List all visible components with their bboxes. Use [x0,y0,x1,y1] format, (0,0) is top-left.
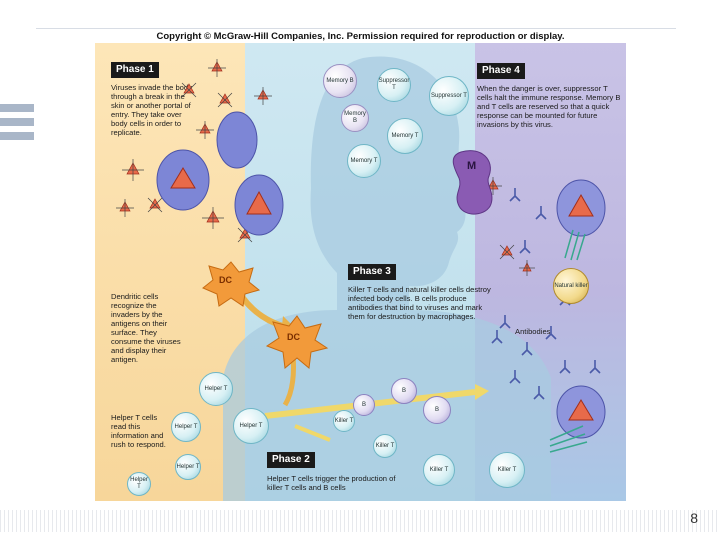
b-cell: B [423,396,451,424]
killer-t-cell: Killer T [333,410,355,432]
macrophage [452,150,493,215]
decor-bottom-strip [0,510,720,532]
dendritic-cell-1 [202,261,261,307]
immune-response-figure: Copyright © McGraw-Hill Companies, Inc. … [95,30,626,501]
memory-b-cell: Memory B [323,64,357,98]
killer-t-cell: Killer T [423,454,455,486]
killer-t-cell: Killer T [489,452,525,488]
b-cell: B [391,378,417,404]
memory-t-cell: Memory T [387,118,423,154]
memory-t-cell: Memory T [347,144,381,178]
phase1-label: Phase 1 [111,62,159,78]
b-cell: B [353,394,375,416]
dendritic-cell-label: DC [287,332,300,342]
phase4-background [475,43,626,293]
decor-bar [0,118,34,126]
phase3-text: Killer T cells and natural killer cells … [348,285,491,321]
decor-line [36,28,676,29]
suppressor-t-cell: Suppressor T [429,76,469,116]
antibodies-label: Antibodies [515,327,551,336]
memory-b-cell: Memory B [341,104,369,132]
macrophage-label: M [467,160,477,172]
helper-text: Helper T cells read this information and… [111,413,166,449]
phase4-text: When the danger is over, suppressor T ce… [477,84,621,129]
dendritic-cell-2 [265,315,329,369]
copyright-notice: Copyright © McGraw-Hill Companies, Inc. … [95,30,626,43]
natural-killer-cell: Natural killer [553,268,589,304]
slide-number: 8 [690,510,698,526]
suppressor-t-cell: Suppressor T [377,68,411,102]
dendritic-cell-label: DC [219,275,232,285]
phase2-text: Helper T cells trigger the production of… [267,474,396,492]
virus-icons [116,59,606,453]
decor-bar [0,104,34,112]
decor-bar [0,132,34,140]
killer-t-cell: Killer T [373,434,397,458]
helper-t-cell: Helper T [233,408,269,444]
helper-t-cell: Helper T [127,472,151,496]
dendritic-text: Dendritic cells recognize the invaders b… [111,292,181,364]
helper-t-cell: Helper T [175,454,201,480]
helper-t-cell: Helper T [171,412,201,442]
phase2-label: Phase 2 [267,452,315,468]
phase4-label: Phase 4 [477,63,525,79]
helper-t-cell: Helper T [199,372,233,406]
phase3-label: Phase 3 [348,264,396,280]
phase1-text: Viruses invade the body through a break … [111,83,192,137]
